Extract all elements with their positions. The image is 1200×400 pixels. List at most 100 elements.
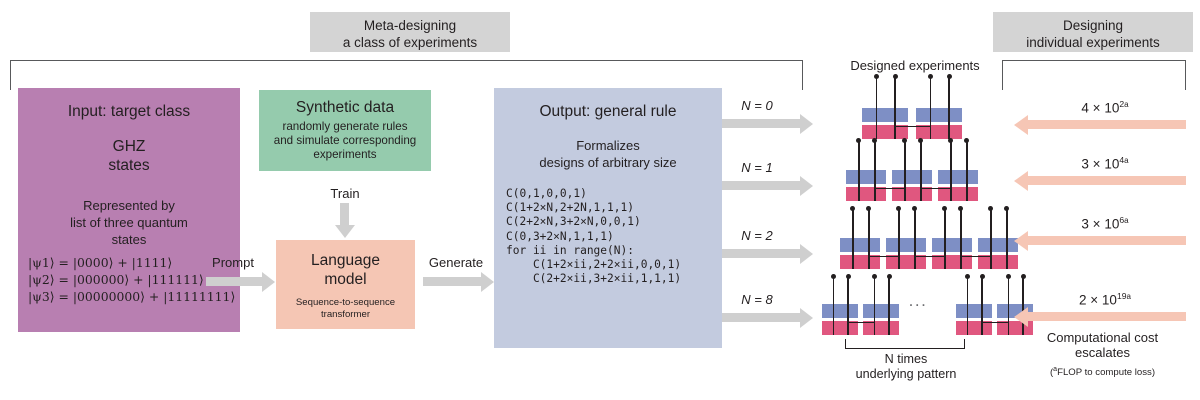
generate-label: Generate	[428, 255, 484, 270]
experiment-detector-dot	[918, 138, 924, 143]
experiment-stem	[1007, 278, 1010, 335]
experiment-block-blue	[978, 238, 1018, 252]
experiment-block-pink	[840, 255, 880, 269]
quantum-state-3: |ψ3⟩ = |00000000⟩ + |11111111⟩	[28, 289, 236, 304]
experiment-block-blue	[846, 170, 886, 184]
designed-experiments-title: Designed experiments	[850, 58, 980, 73]
prompt-arrow	[206, 271, 275, 292]
input-box-representation: Represented by list of three quantum sta…	[70, 198, 188, 247]
experiment-connector	[847, 322, 874, 323]
experiment-detector-dot	[988, 206, 994, 211]
experiment-detector-dot	[902, 138, 908, 143]
cost-mantissa-0: 4 × 10	[1081, 100, 1120, 116]
cost-footnote: (aFLOP to compute loss)	[1005, 364, 1200, 379]
experiment-block-pink	[822, 321, 858, 335]
cost-mantissa-3: 2 × 10	[1079, 292, 1117, 308]
experiment-connector	[868, 256, 898, 257]
model-box-title: Language model	[311, 252, 380, 288]
cost-label-1: 3 × 104a	[1030, 152, 1180, 173]
experiment-block-blue	[938, 170, 978, 184]
experiment-stem	[873, 278, 876, 335]
experiment-block-pink	[938, 187, 978, 201]
train-arrow	[334, 203, 355, 238]
experiment-detector-dot	[896, 206, 902, 211]
experiment-ellipsis: ...	[908, 291, 928, 310]
cost-arrow-0	[1014, 114, 1186, 135]
experiment-stem	[852, 210, 854, 269]
experiment-detector-dot	[946, 74, 952, 79]
model-box-subtitle: Sequence-to-sequence transformer	[295, 297, 396, 320]
experiment-stem	[832, 278, 835, 335]
cost-arrow-3	[1014, 306, 1186, 327]
synthetic-data-box: Synthetic data randomly generate rules a…	[259, 90, 431, 171]
n-label-0: N = 0	[727, 98, 787, 113]
experiment-detector-dot	[874, 74, 880, 79]
quantum-state-2: |ψ2⟩ = |000000⟩ + |111111⟩	[28, 272, 204, 287]
experiment-stem	[948, 78, 950, 139]
experiment-stem	[981, 278, 983, 335]
n-label-3-text: N = 8	[741, 292, 773, 307]
prompt-label: Prompt	[212, 255, 254, 270]
experiment-block-blue	[932, 238, 972, 252]
experiment-stem	[944, 210, 946, 269]
experiment-connector	[874, 188, 904, 189]
n-label-2: N = 2	[727, 228, 787, 243]
n-label-3: N = 8	[727, 292, 787, 307]
input-box-title: Input: target class	[67, 103, 191, 120]
cost-label-2: 3 × 106a	[1030, 212, 1180, 233]
experiment-detector-dot	[1006, 274, 1012, 279]
experiment-detector-dot	[1020, 274, 1026, 279]
output-box-subtitle: Formalizes designs of arbitrary size	[539, 138, 677, 170]
experiment-detector-dot	[912, 206, 918, 211]
underlying-pattern-bracket	[845, 339, 965, 349]
experiment-arrow-1	[722, 175, 813, 196]
header-meta-designing: Meta-designing a class of experiments	[310, 12, 510, 52]
experiment-detector-dot	[866, 206, 872, 211]
experiment-stem	[858, 142, 860, 201]
experiment-detector-dot	[831, 274, 837, 279]
experiment-stem	[875, 78, 878, 139]
experiment-block-blue	[822, 304, 858, 318]
footnote-open-paren: (	[1049, 367, 1054, 379]
experiment-block-pink	[956, 321, 992, 335]
cost-unit-2: a	[1124, 216, 1129, 225]
experiment-detector-dot	[850, 206, 856, 211]
experiment-block-pink	[916, 125, 962, 139]
language-model-box: Language model Sequence-to-sequence tran…	[276, 240, 415, 329]
cost-unit-1: a	[1124, 156, 1129, 165]
experiment-block-blue	[916, 108, 962, 122]
bracket-individual-experiments	[1002, 60, 1186, 90]
cost-exponent-1: 4	[1119, 155, 1125, 165]
experiment-detector-dot	[845, 274, 851, 279]
experiment-arrow-3	[722, 307, 813, 328]
experiment-arrow-2	[722, 243, 813, 264]
experiment-detector-dot	[965, 274, 971, 279]
experiment-detector-dot	[886, 274, 892, 279]
n-label-1: N = 1	[727, 160, 787, 175]
cost-mantissa-1: 3 × 10	[1081, 156, 1120, 172]
experiment-connector	[960, 256, 990, 257]
experiment-block-pink	[886, 255, 926, 269]
input-box-subtitle: GHZ states	[108, 138, 150, 174]
experiment-block-blue	[892, 170, 932, 184]
experiment-stem	[929, 78, 932, 139]
cost-arrow-1	[1014, 170, 1186, 191]
output-box-title: Output: general rule	[539, 103, 677, 120]
experiment-block-pink	[863, 321, 899, 335]
experiment-stem	[966, 278, 969, 335]
experiment-connector	[920, 188, 950, 189]
experiment-stem	[966, 142, 968, 201]
synthetic-box-title: Synthetic data	[295, 99, 395, 116]
generate-arrow	[423, 271, 494, 292]
experiment-stem	[950, 142, 952, 201]
n-label-0-text: N = 0	[741, 98, 773, 113]
experiment-block-pink	[932, 255, 972, 269]
experiment-stem	[894, 78, 896, 139]
experiment-connector	[894, 126, 930, 127]
experiment-detector-dot	[979, 274, 985, 279]
experiment-detector-dot	[964, 138, 970, 143]
experiment-stem	[990, 210, 992, 269]
cost-exponent-2: 6	[1119, 215, 1125, 225]
experiment-detector-dot	[942, 206, 948, 211]
experiment-block-blue	[863, 304, 899, 318]
